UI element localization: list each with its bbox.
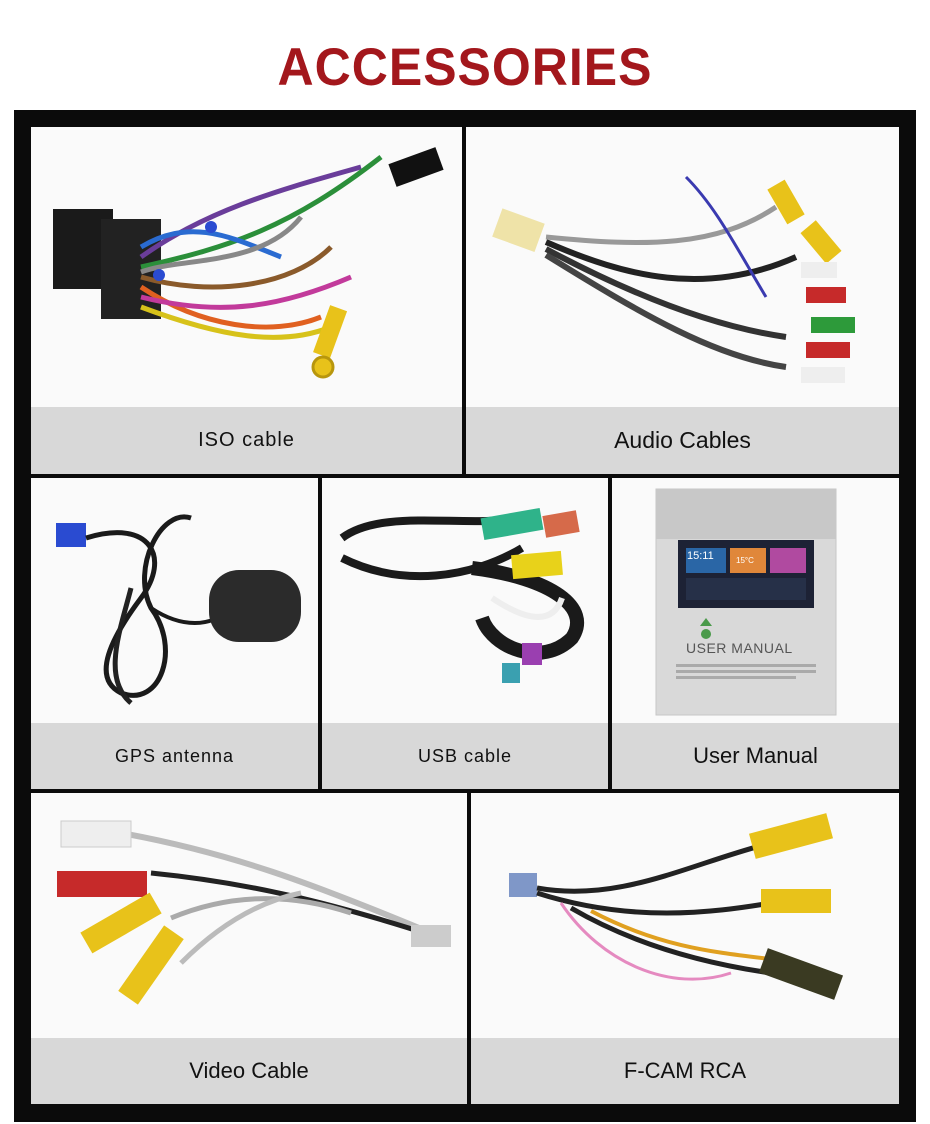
accessory-label: USB cable xyxy=(322,723,608,789)
accessory-card-fcam-rca: F-CAM RCA xyxy=(471,793,899,1104)
accessory-label: F-CAM RCA xyxy=(471,1038,899,1104)
accessory-card-usb-cable: USB cable xyxy=(322,478,608,789)
user-manual-photo-icon xyxy=(612,478,899,723)
accessory-label: Video Cable xyxy=(31,1038,467,1104)
gps-antenna-photo-icon xyxy=(31,478,318,723)
accessory-card-video-cable: Video Cable xyxy=(31,793,467,1104)
accessories-grid: ISO cable Audio Cables xyxy=(14,110,916,1122)
accessory-label: ISO cable xyxy=(31,407,462,474)
manual-cover-title: USER MANUAL xyxy=(686,640,793,656)
accessory-card-audio-cables: Audio Cables xyxy=(466,127,899,474)
video-cable-photo-icon xyxy=(31,793,467,1038)
accessory-label: GPS antenna xyxy=(31,723,318,789)
iso-cable-photo-icon xyxy=(31,127,462,407)
accessory-label: Audio Cables xyxy=(466,407,899,474)
manual-temp: 15°C xyxy=(736,556,754,565)
manual-clock: 15:11 xyxy=(687,550,714,562)
accessory-card-user-manual: 15:11 15°C USER MANUAL User Manual xyxy=(612,478,899,789)
page-title: ACCESSORIES xyxy=(277,37,653,97)
accessory-label: User Manual xyxy=(612,723,899,789)
accessory-card-iso-cable: ISO cable xyxy=(31,127,462,474)
accessory-card-gps-antenna: GPS antenna xyxy=(31,478,318,789)
usb-cable-photo-icon xyxy=(322,478,608,723)
fcam-rca-photo-icon xyxy=(471,793,899,1038)
audio-cables-photo-icon xyxy=(466,127,899,407)
